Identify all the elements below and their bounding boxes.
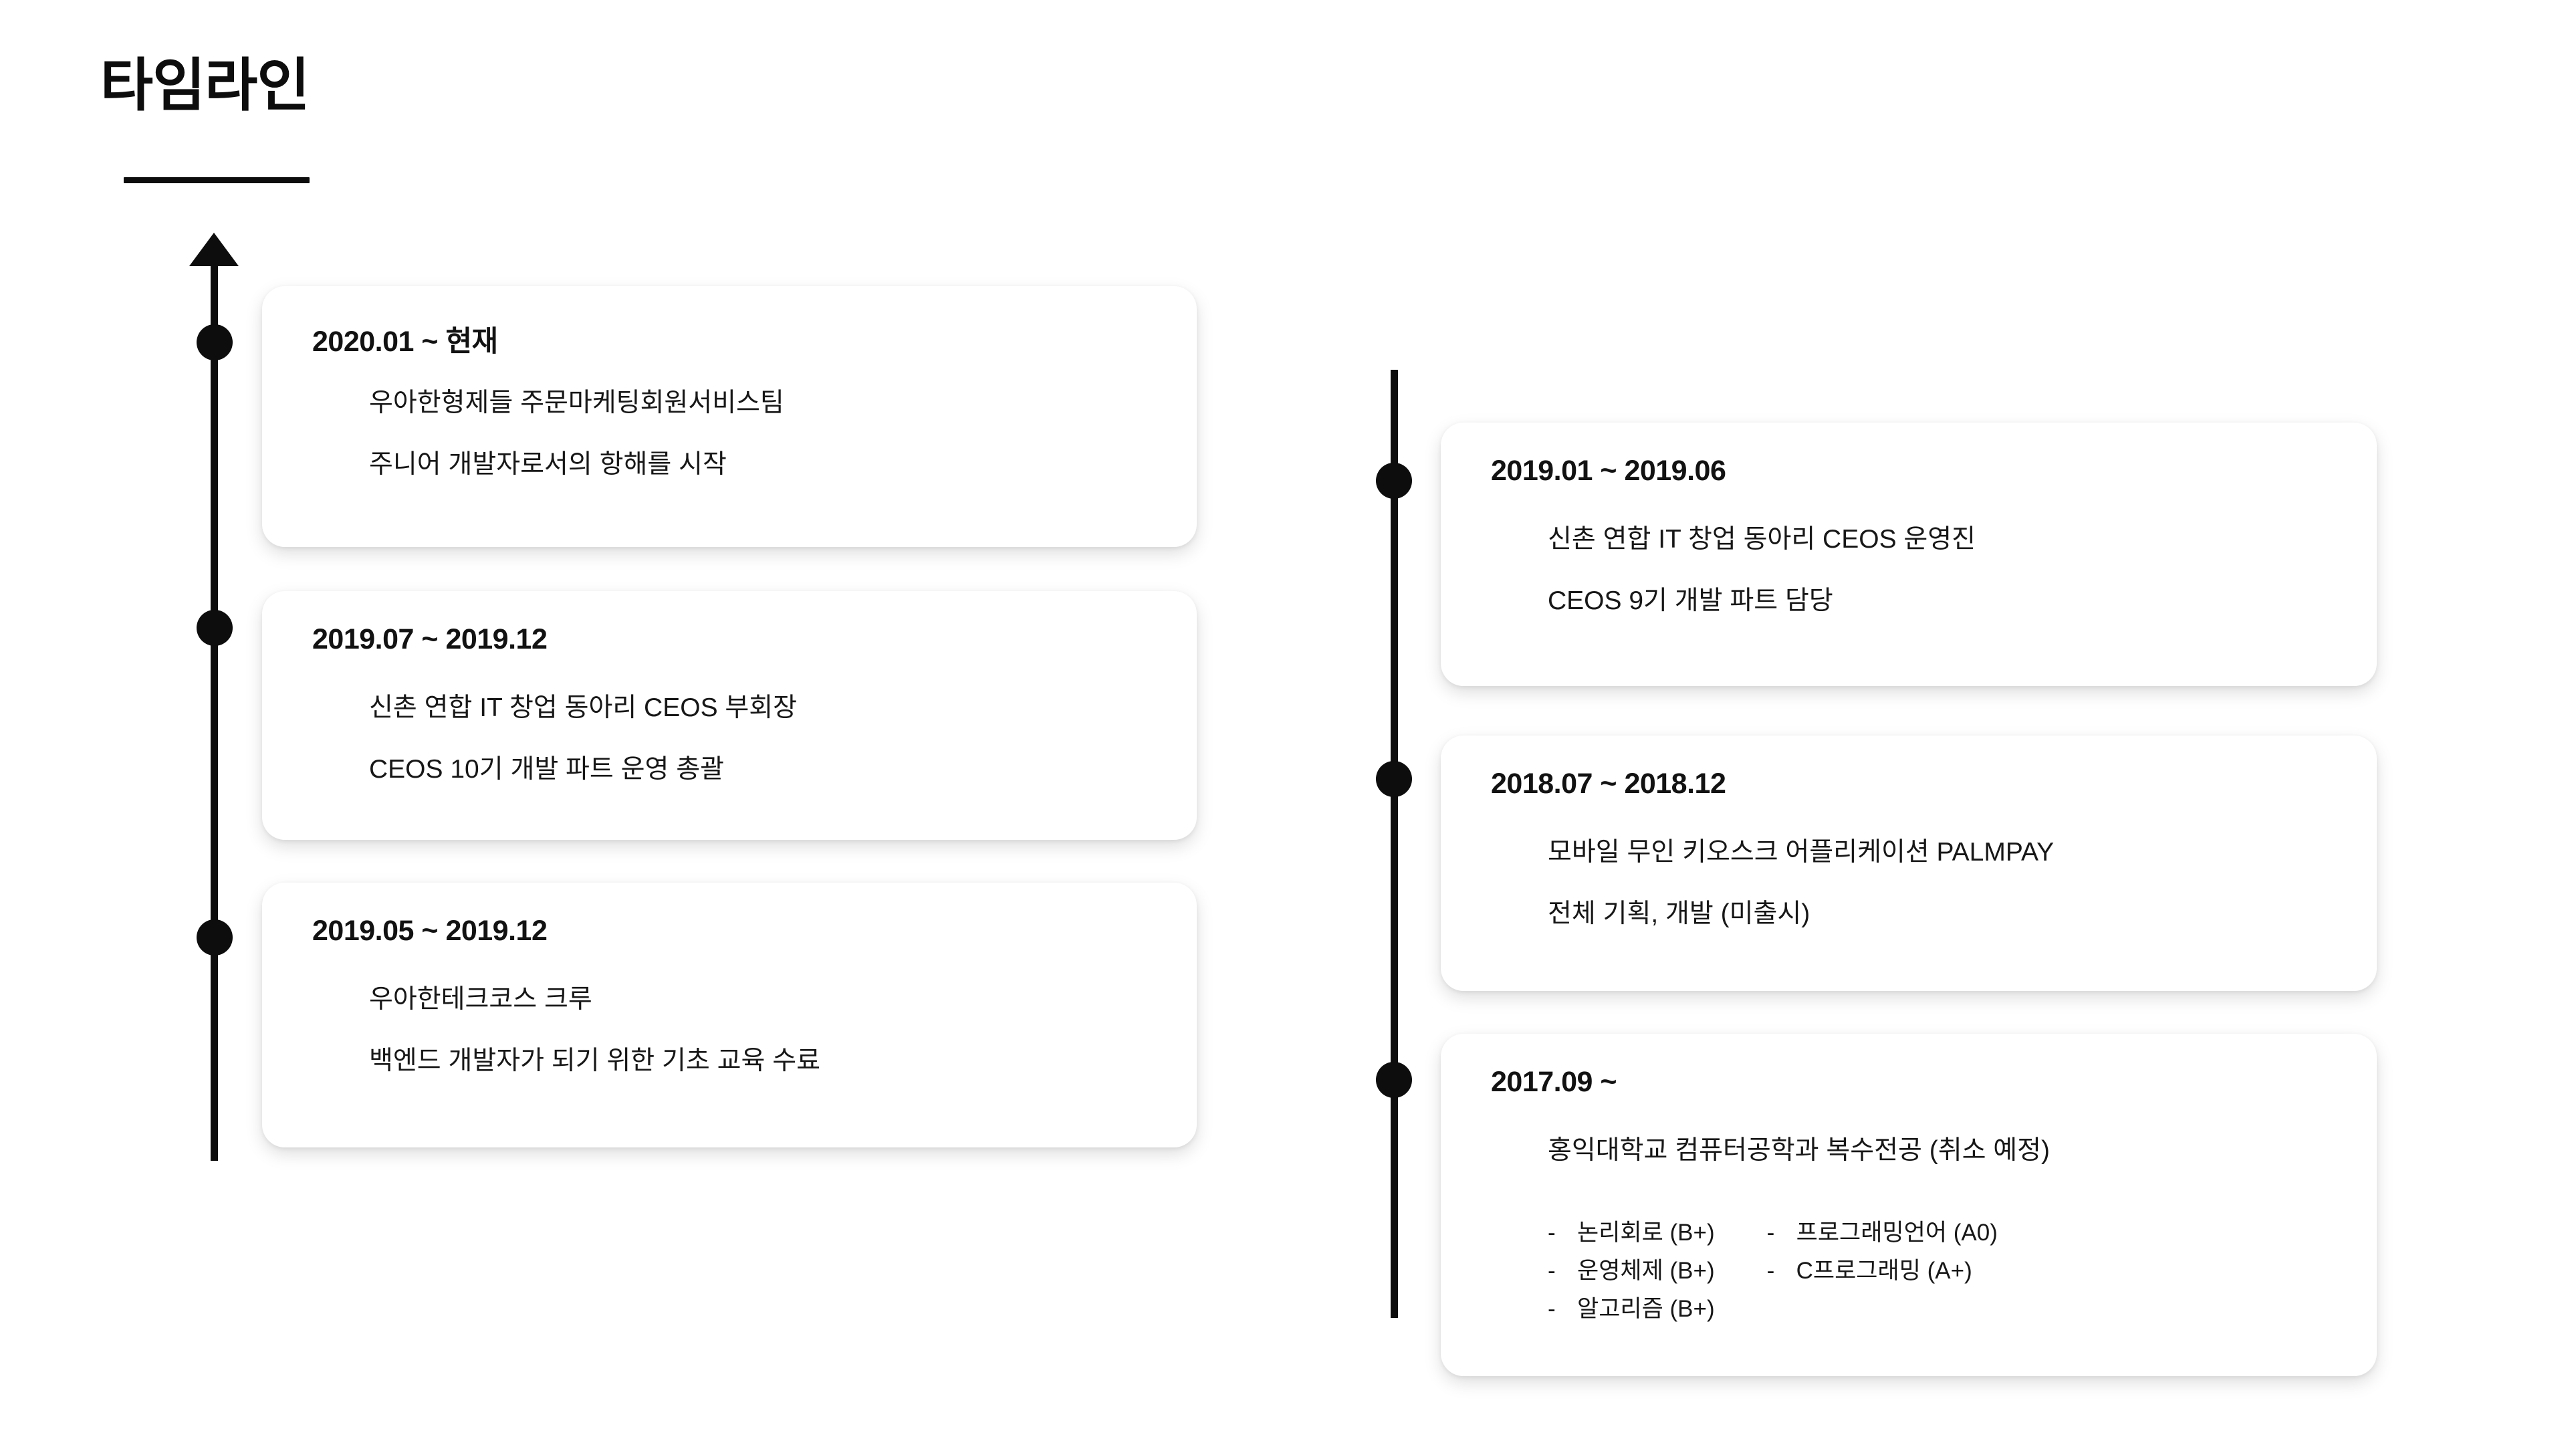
entry-line: 우아한형제들 주문마케팅회원서비스팀 xyxy=(369,388,784,417)
timeline-dot xyxy=(1376,761,1412,797)
page-title: 타임라인 xyxy=(100,53,310,118)
entry-line: CEOS 9기 개발 파트 담당 xyxy=(1548,586,1833,615)
timeline-dot xyxy=(197,919,233,956)
course-label: 논리회로 (B+) xyxy=(1577,1220,1715,1246)
course-list-item: - C프로그래밍 (A+) xyxy=(1767,1259,1998,1283)
timeline-dot xyxy=(197,610,233,646)
bullet-dash-icon: - xyxy=(1766,1258,1775,1284)
course-list-item: - 논리회로 (B+) xyxy=(1548,1221,1715,1244)
course-list-item: - 운영체제 (B+) xyxy=(1548,1259,1715,1283)
course-label: C프로그래밍 (A+) xyxy=(1796,1258,1972,1284)
entry-body: 홍익대학교 컴퓨터공학과 복수전공 (취소 예정) xyxy=(1548,1137,2350,1163)
entry-line: 주니어 개발자로서의 항해를 시작 xyxy=(369,450,727,479)
timeline-axis-left xyxy=(211,253,218,1161)
bullet-dash-icon: - xyxy=(1548,1296,1556,1322)
timeline-entry-card[interactable]: 2019.07 ~ 2019.12 신촌 연합 IT 창업 동아리 CEOS 부… xyxy=(262,591,1197,840)
course-column-2: - 프로그래밍언어 (A0) - C프로그래밍 (A+) xyxy=(1767,1221,1998,1321)
timeline-dot xyxy=(1376,1062,1412,1098)
entry-line: 신촌 연합 IT 창업 동아리 CEOS 부회장 xyxy=(369,693,798,722)
timeline-entry-card[interactable]: 2018.07 ~ 2018.12 모바일 무인 키오스크 어플리케이션 PAL… xyxy=(1441,736,2377,991)
entry-body: 모바일 무인 키오스크 어플리케이션 PALMPAY 전체 기획, 개발 (미출… xyxy=(1548,839,2350,927)
entry-body: 신촌 연합 IT 창업 동아리 CEOS 운영진 CEOS 9기 개발 파트 담… xyxy=(1548,526,2350,614)
entry-date: 2019.05 ~ 2019.12 xyxy=(312,915,548,947)
entry-line: 신촌 연합 IT 창업 동아리 CEOS 운영진 xyxy=(1548,525,1976,554)
entry-date: 2018.07 ~ 2018.12 xyxy=(1491,768,1726,800)
course-label: 운영체제 (B+) xyxy=(1577,1258,1715,1284)
timeline-axis-right xyxy=(1391,370,1398,1318)
bullet-dash-icon: - xyxy=(1548,1220,1556,1246)
bullet-dash-icon: - xyxy=(1766,1220,1775,1246)
timeline-entry-card[interactable]: 2017.09 ~ 홍익대학교 컴퓨터공학과 복수전공 (취소 예정) - 논리… xyxy=(1441,1034,2377,1376)
course-list-item: - 알고리즘 (B+) xyxy=(1548,1297,1715,1321)
entry-body: 우아한테크코스 크루 백엔드 개발자가 되기 위한 기초 교육 수료 xyxy=(369,986,1170,1074)
course-column-1: - 논리회로 (B+) - 운영체제 (B+) - 알고리즘 (B+) xyxy=(1548,1221,1715,1321)
title-underline-rule xyxy=(124,177,310,183)
timeline-dot xyxy=(197,324,233,360)
entry-body: 우아한형제들 주문마케팅회원서비스팀 주니어 개발자로서의 항해를 시작 xyxy=(369,390,1170,477)
timeline-entry-card[interactable]: 2019.01 ~ 2019.06 신촌 연합 IT 창업 동아리 CEOS 운… xyxy=(1441,423,2377,686)
course-grade-list: - 논리회로 (B+) - 운영체제 (B+) - 알고리즘 (B+) - 프로… xyxy=(1548,1221,1998,1321)
entry-line: 홍익대학교 컴퓨터공학과 복수전공 (취소 예정) xyxy=(1548,1136,2051,1165)
bullet-dash-icon: - xyxy=(1548,1258,1556,1284)
entry-body: 신촌 연합 IT 창업 동아리 CEOS 부회장 CEOS 10기 개발 파트 … xyxy=(369,695,1170,782)
entry-line: 전체 기획, 개발 (미출시) xyxy=(1548,899,1810,928)
entry-date: 2017.09 ~ xyxy=(1491,1066,1617,1098)
entry-line: 백엔드 개발자가 되기 위한 기초 교육 수료 xyxy=(369,1046,820,1075)
timeline-entry-card[interactable]: 2020.01 ~ 현재 우아한형제들 주문마케팅회원서비스팀 주니어 개발자로… xyxy=(262,286,1197,547)
entry-date: 2020.01 ~ 현재 xyxy=(312,326,498,358)
entry-line: CEOS 10기 개발 파트 운영 총괄 xyxy=(369,755,725,784)
course-label: 프로그래밍언어 (A0) xyxy=(1796,1220,1998,1246)
course-list-item: - 프로그래밍언어 (A0) xyxy=(1767,1221,1998,1244)
entry-line: 우아한테크코스 크루 xyxy=(369,985,592,1014)
timeline-dot xyxy=(1376,463,1412,499)
entry-line: 모바일 무인 키오스크 어플리케이션 PALMPAY xyxy=(1548,838,2055,867)
course-label: 알고리즘 (B+) xyxy=(1577,1296,1715,1322)
entry-date: 2019.07 ~ 2019.12 xyxy=(312,623,548,655)
entry-date: 2019.01 ~ 2019.06 xyxy=(1491,455,1726,487)
timeline-entry-card[interactable]: 2019.05 ~ 2019.12 우아한테크코스 크루 백엔드 개발자가 되기… xyxy=(262,883,1197,1147)
